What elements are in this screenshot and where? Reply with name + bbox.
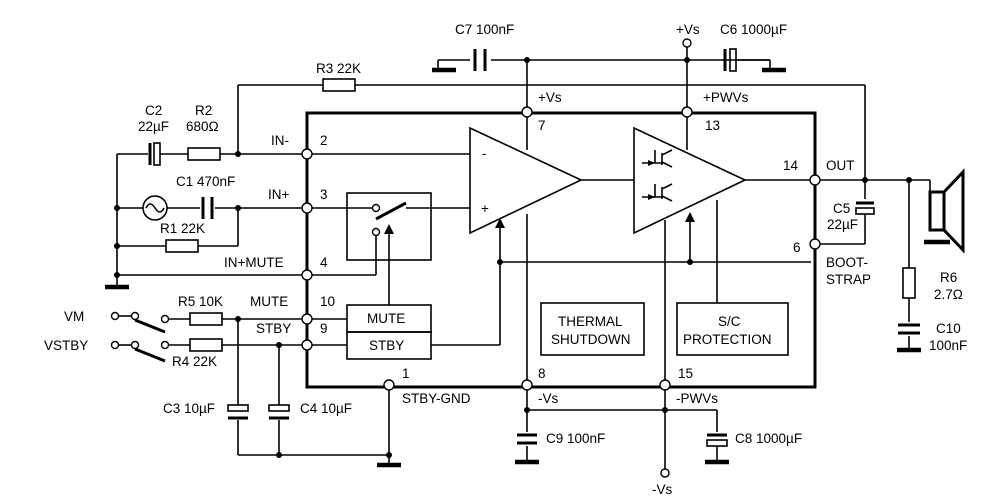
c3-label: C3 10µF — [163, 401, 215, 416]
pin-2-label: 2 — [320, 133, 328, 148]
pin-2 — [301, 148, 313, 160]
in-plus-mute-label: IN+MUTE — [224, 255, 284, 270]
thermal-label-1: THERMAL — [558, 314, 623, 329]
pin-10-label: 10 — [320, 294, 335, 309]
plus-pwvs-pin-label: +PWVs — [703, 90, 749, 105]
pin-7-label: 7 — [538, 118, 546, 133]
out-label: OUT — [826, 158, 855, 173]
c2-name-label: C2 — [145, 103, 162, 118]
pin-8 — [521, 379, 533, 391]
mute-stby-blocks — [312, 304, 500, 360]
pin-9 — [301, 339, 313, 351]
pin-13 — [681, 106, 693, 118]
in-plus-label: IN+ — [268, 187, 290, 202]
thermal-shutdown-block — [540, 302, 645, 356]
thermal-label-2: SHUTDOWN — [551, 332, 631, 347]
c5-name-label: C5 — [833, 201, 850, 216]
stby-box-label: STBY — [369, 338, 404, 353]
r6-name-label: R6 — [940, 270, 957, 285]
preamp-opamp — [312, 117, 634, 380]
pin-14-label: 14 — [783, 158, 799, 173]
r2-value-label: 680Ω — [186, 119, 219, 134]
pin-6-label: 6 — [793, 240, 801, 255]
pin-14 — [809, 174, 821, 186]
output-network — [820, 168, 965, 353]
pin-3 — [301, 202, 313, 214]
c8-label: C8 1000µF — [735, 431, 802, 446]
c4-label: C4 10µF — [300, 401, 352, 416]
c7-label: C7 100nF — [455, 22, 514, 37]
mute-box-label: MUTE — [367, 311, 405, 326]
in-minus-label: IN- — [271, 133, 289, 148]
top-supply-network — [432, 38, 786, 110]
input-network — [105, 142, 303, 290]
vstby-label: VSTBY — [44, 338, 88, 353]
r4-label: R4 22K — [172, 354, 217, 369]
r2-name-label: R2 — [195, 103, 212, 118]
r5-label: R5 10K — [178, 294, 223, 309]
stby-gnd-label: STBY-GND — [402, 391, 471, 406]
pin-4 — [301, 269, 313, 281]
strap-label: STRAP — [826, 272, 871, 287]
sc-protection-block — [676, 302, 789, 356]
minus-vs-pin-label: -Vs — [538, 391, 559, 406]
sc-label-2: PROTECTION — [683, 332, 772, 347]
boot-label: BOOT- — [826, 255, 868, 270]
pin-7 — [521, 106, 533, 118]
bottom-supply-network — [515, 390, 729, 478]
c10-value-label: 100nF — [929, 338, 967, 353]
mute-pin-label: MUTE — [250, 294, 288, 309]
vs-bottom-label: -Vs — [652, 482, 673, 497]
vs-top-label: +Vs — [676, 22, 700, 37]
pin-3-label: 3 — [320, 187, 328, 202]
pin-9-label: 9 — [320, 321, 328, 336]
r3-label: R3 22K — [316, 61, 361, 76]
pin-10 — [301, 313, 313, 325]
opamp-plus-sign: + — [481, 201, 489, 216]
c9-label: C9 100nF — [546, 431, 605, 446]
c10-name-label: C10 — [936, 321, 961, 336]
mute-switch — [312, 192, 470, 305]
c1-label: C1 470nF — [176, 174, 235, 189]
minus-pwvs-pin-label: -PWVs — [676, 391, 718, 406]
power-amp — [497, 117, 811, 380]
pin-8-label: 8 — [538, 366, 546, 381]
ic-body — [305, 111, 817, 389]
pin-13-label: 13 — [705, 118, 720, 133]
c5-value-label: 22µF — [827, 217, 858, 232]
r6-value-label: 2.7Ω — [934, 287, 963, 302]
pin-4-label: 4 — [320, 255, 328, 270]
pin-6 — [809, 238, 821, 250]
r1-label: R1 22K — [160, 221, 205, 236]
control-network — [110, 311, 401, 468]
vm-label: VM — [64, 309, 84, 324]
r3-feedback-path — [237, 78, 866, 180]
sc-label-1: S/C — [718, 314, 741, 329]
pin-1 — [383, 379, 395, 391]
opamp-minus-sign: - — [482, 146, 487, 161]
pin-1-label: 1 — [402, 366, 410, 381]
c6-label: C6 1000µF — [720, 22, 787, 37]
pin-15-label: 15 — [678, 366, 693, 381]
plus-vs-pin-label: +Vs — [538, 90, 562, 105]
c2-value-label: 22µF — [138, 119, 169, 134]
pin-15 — [659, 379, 671, 391]
stby-pin-label: STBY — [256, 321, 291, 336]
